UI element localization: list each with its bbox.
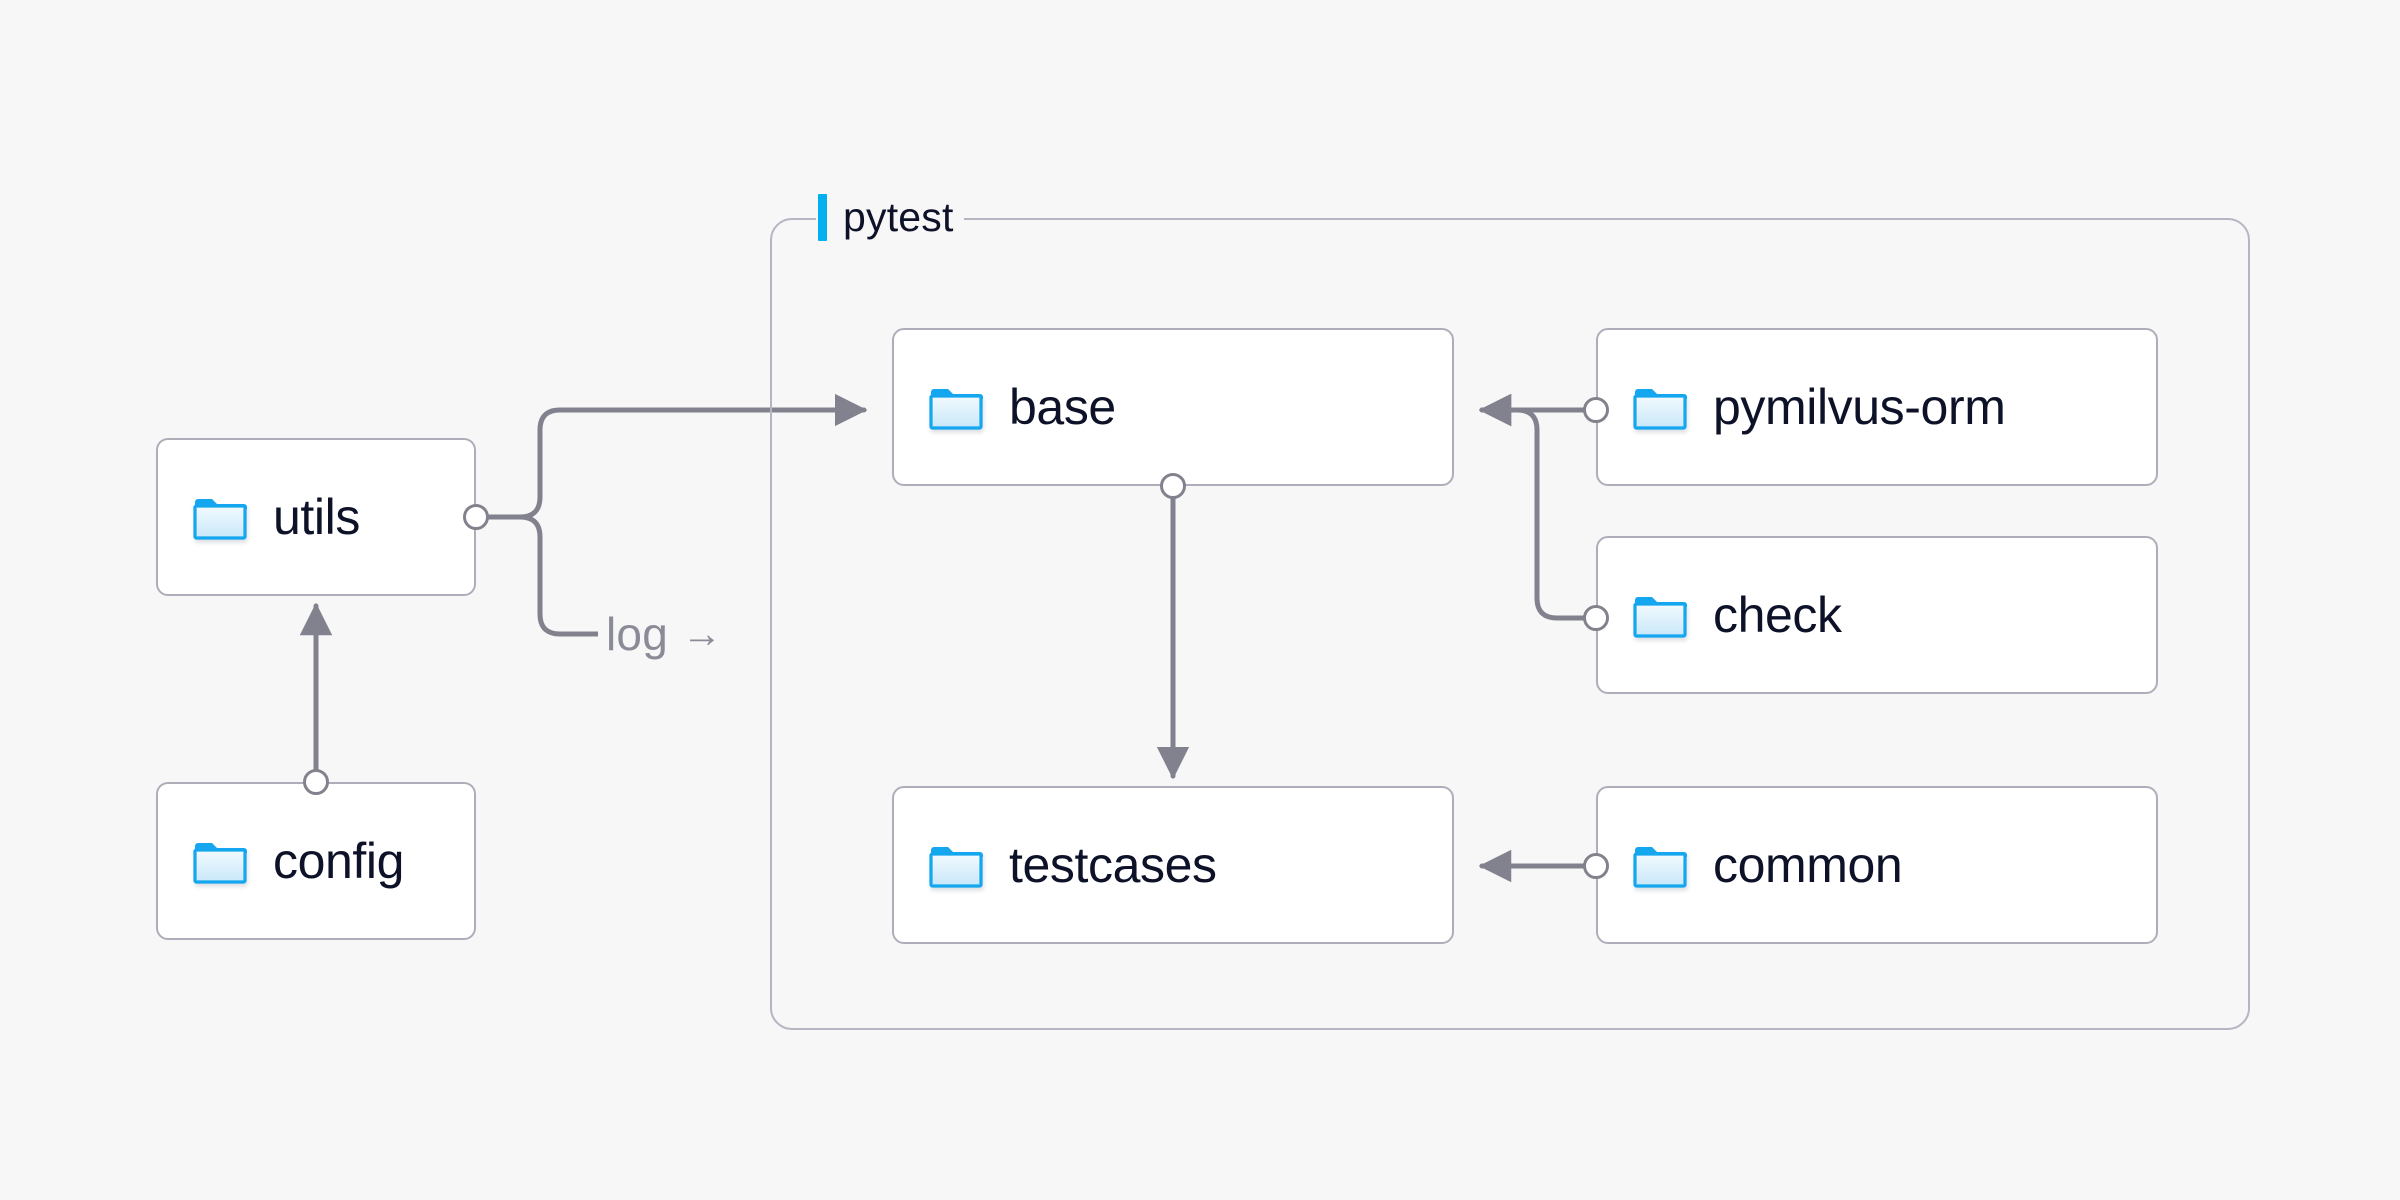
node-label: pymilvus-orm <box>1713 379 2006 435</box>
group-pytest[interactable] <box>770 218 2250 1030</box>
node-label: testcases <box>1009 837 1217 893</box>
folder-icon <box>193 494 247 540</box>
handle-common-left[interactable] <box>1583 853 1609 879</box>
group-label-text: pytest <box>843 193 954 240</box>
folder-icon <box>929 842 983 888</box>
handle-utils-right[interactable] <box>463 504 489 530</box>
handle-base-bottom[interactable] <box>1160 473 1186 499</box>
node-check[interactable]: check <box>1596 536 2158 694</box>
node-common[interactable]: common <box>1596 786 2158 944</box>
node-utils[interactable]: utils <box>156 438 476 596</box>
edge-label-log: log → <box>598 609 730 659</box>
node-pymilvus-orm[interactable]: pymilvus-orm <box>1596 328 2158 486</box>
group-accent-bar <box>818 193 827 241</box>
group-pytest-label: pytest <box>816 190 964 244</box>
handle-config-top[interactable] <box>303 769 329 795</box>
node-label: check <box>1713 587 1842 643</box>
node-base[interactable]: base <box>892 328 1454 486</box>
node-config[interactable]: config <box>156 782 476 940</box>
folder-icon <box>1633 384 1687 430</box>
folder-icon <box>1633 592 1687 638</box>
node-label: config <box>273 833 405 889</box>
handle-pymilvus-orm-left[interactable] <box>1583 397 1609 423</box>
folder-icon <box>929 384 983 430</box>
edge-utils-log <box>486 514 603 637</box>
folder-icon <box>1633 842 1687 888</box>
handle-check-left[interactable] <box>1583 605 1609 631</box>
node-label: base <box>1009 379 1116 435</box>
arrow-right-icon: → <box>682 612 722 656</box>
node-label: utils <box>273 489 360 545</box>
folder-icon <box>193 838 247 884</box>
node-label: common <box>1713 837 1903 893</box>
edge-label-log-text: log <box>606 608 668 660</box>
node-testcases[interactable]: testcases <box>892 786 1454 944</box>
